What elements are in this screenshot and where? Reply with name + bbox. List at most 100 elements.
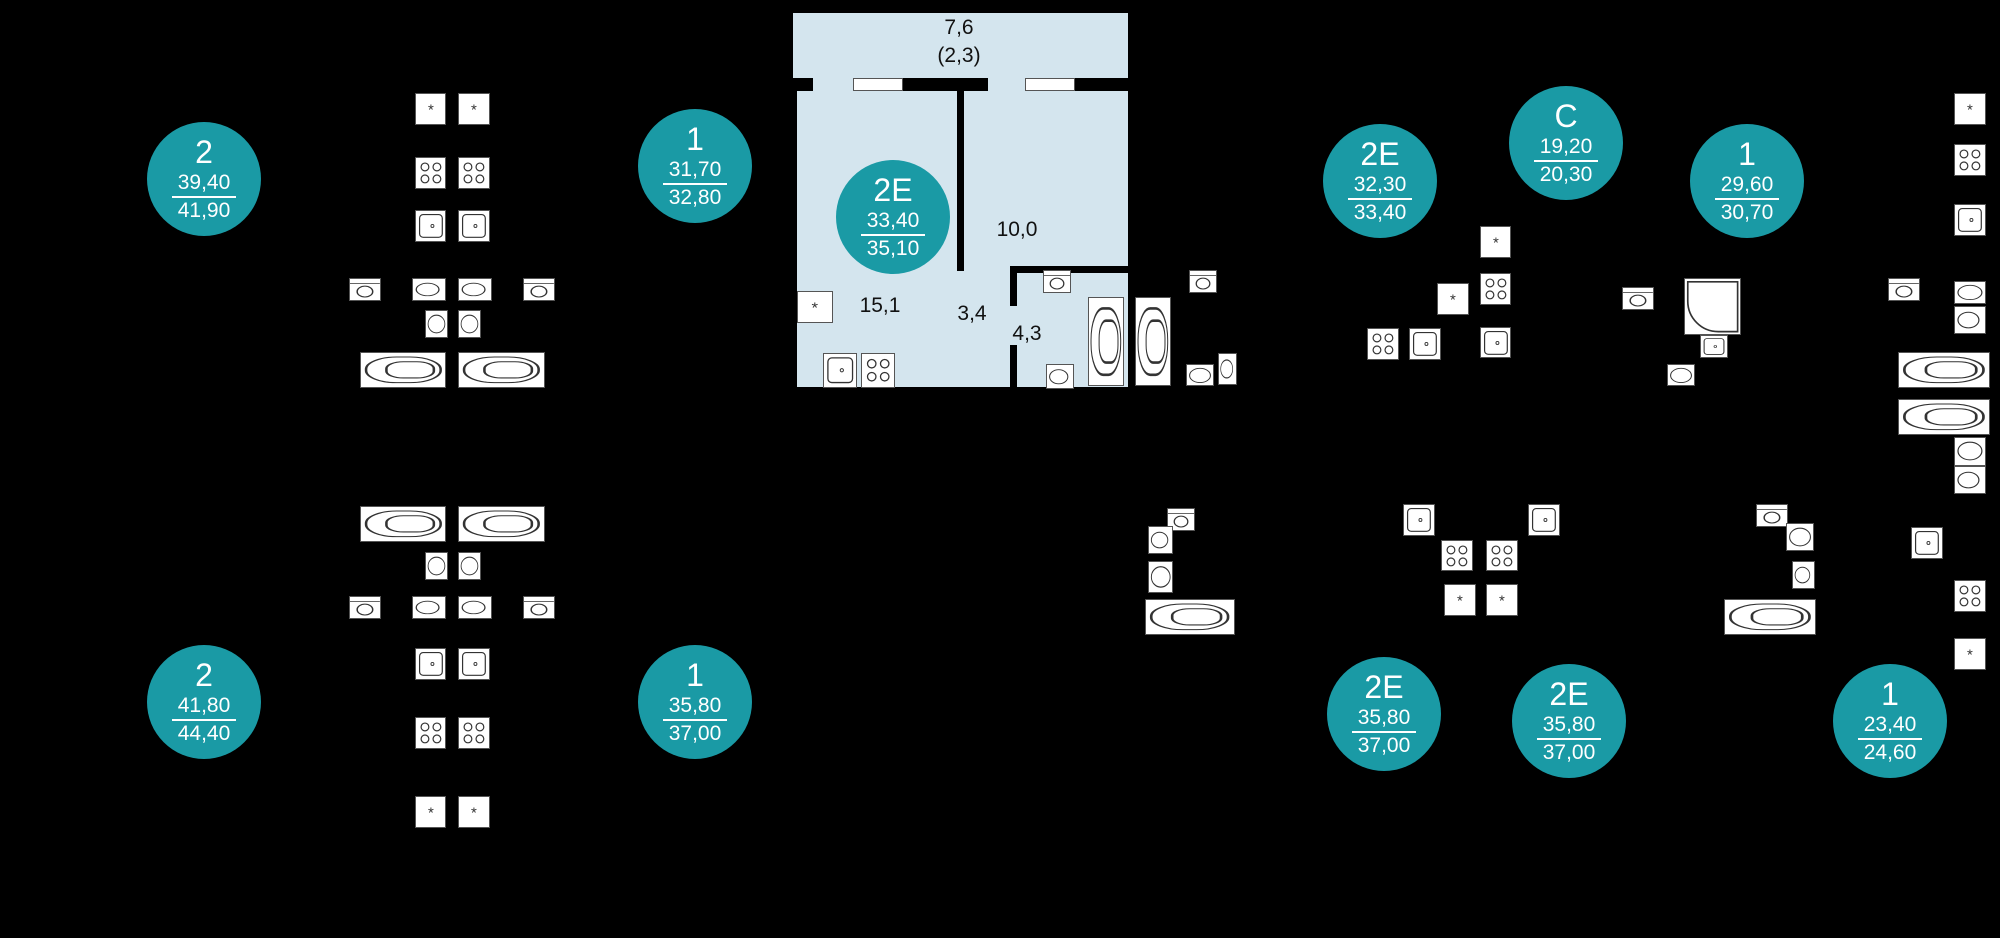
- total-area: 37,00: [1542, 741, 1596, 764]
- washing-machine-icon: [1167, 507, 1196, 531]
- washing-machine-icon: [1188, 270, 1217, 294]
- living-area: 31,70: [663, 159, 727, 185]
- basin-icon: [457, 309, 481, 338]
- unit-type: 1: [1738, 136, 1756, 172]
- selected-apartment-balcony[interactable]: [793, 13, 1128, 79]
- unit-type: 2: [195, 134, 213, 170]
- stove-icon: [457, 156, 490, 189]
- basin-icon: [1954, 437, 1986, 466]
- svg-text:*: *: [1967, 646, 1973, 663]
- fridge-icon: *: [414, 93, 447, 125]
- basin-icon: [1147, 561, 1174, 594]
- svg-text:*: *: [1967, 101, 1973, 118]
- living-room-area: 15,1: [859, 294, 901, 317]
- svg-text:*: *: [1451, 291, 1457, 308]
- sink-icon: [1403, 503, 1435, 536]
- total-area: 41,90: [177, 199, 231, 222]
- stove-icon: [414, 156, 447, 189]
- sink-icon: [822, 353, 858, 388]
- basin-icon: [1186, 363, 1215, 387]
- shower-icon: [1683, 278, 1742, 336]
- svg-text:*: *: [1457, 592, 1463, 609]
- svg-text:*: *: [812, 300, 819, 316]
- total-area: 37,00: [668, 722, 722, 745]
- washing-machine-icon: [1043, 270, 1072, 294]
- svg-text:*: *: [471, 804, 477, 821]
- fridge-icon: *: [414, 795, 447, 828]
- basin-icon: [424, 309, 448, 338]
- fridge-icon: *: [1954, 93, 1986, 125]
- stove-icon: [1441, 539, 1474, 572]
- toilet-icon: [457, 595, 493, 619]
- sink-icon: [1954, 204, 1986, 236]
- fridge-icon: *: [457, 93, 490, 125]
- living-area: 35,80: [1537, 714, 1601, 740]
- fridge-icon: *: [797, 290, 833, 323]
- toilet-icon: [1954, 306, 1986, 335]
- svg-text:*: *: [428, 804, 434, 821]
- stove-icon: [1954, 144, 1986, 176]
- stove-icon: [1479, 272, 1512, 305]
- wall: [1010, 345, 1017, 389]
- fridge-icon: *: [1437, 283, 1470, 316]
- stove-icon: [1485, 539, 1518, 572]
- bathtub-icon: [1135, 297, 1171, 387]
- unit-type: C: [1554, 98, 1578, 134]
- sink-icon: [457, 210, 490, 243]
- total-area: 37,00: [1357, 734, 1411, 757]
- basin-icon: [424, 552, 448, 581]
- sink-icon: [414, 647, 447, 680]
- total-area: 32,80: [668, 186, 722, 209]
- toilet-icon: [411, 595, 447, 619]
- basin-icon: [457, 552, 481, 581]
- total-area: 24,60: [1863, 741, 1917, 764]
- hall-area: 3,4: [957, 302, 987, 325]
- living-area: 35,80: [1352, 707, 1416, 733]
- wall: [1075, 78, 1128, 91]
- wall: [793, 387, 1128, 393]
- sink-icon: [457, 647, 490, 680]
- total-area: 20,30: [1539, 163, 1593, 186]
- washing-machine-icon: [1756, 503, 1789, 527]
- toilet-icon: [1045, 363, 1074, 390]
- living-area: 19,20: [1534, 136, 1598, 162]
- bathtub-icon: [1088, 297, 1124, 387]
- wall: [903, 78, 988, 91]
- sink-icon: [1528, 503, 1560, 536]
- fridge-icon: *: [1479, 225, 1512, 258]
- basin-icon: [1667, 363, 1696, 387]
- window: [853, 78, 903, 91]
- bathtub-icon: [1897, 352, 1990, 388]
- toilet-icon: [411, 278, 447, 301]
- living-area: 32,30: [1348, 174, 1412, 200]
- bathtub-icon: [359, 352, 447, 388]
- bathtub-icon: [457, 506, 545, 543]
- balcony-area: 7,6: [944, 16, 974, 39]
- wall: [1010, 266, 1128, 273]
- svg-text:*: *: [471, 101, 477, 118]
- sink-icon: [1409, 327, 1442, 360]
- total-area: 44,40: [177, 722, 231, 745]
- svg-text:*: *: [1493, 234, 1499, 251]
- wall: [1010, 266, 1017, 306]
- washing-machine-icon: [1887, 278, 1920, 301]
- fridge-icon: *: [1954, 637, 1986, 670]
- fridge-icon: *: [457, 795, 490, 828]
- washing-machine-icon: [522, 595, 555, 619]
- unit-type: 2E: [1364, 669, 1404, 705]
- washing-machine-icon: [522, 278, 555, 301]
- toilet-icon: [1218, 353, 1238, 386]
- sink-icon: [1479, 326, 1512, 359]
- balcony-area-reduced: (2,3): [937, 44, 981, 67]
